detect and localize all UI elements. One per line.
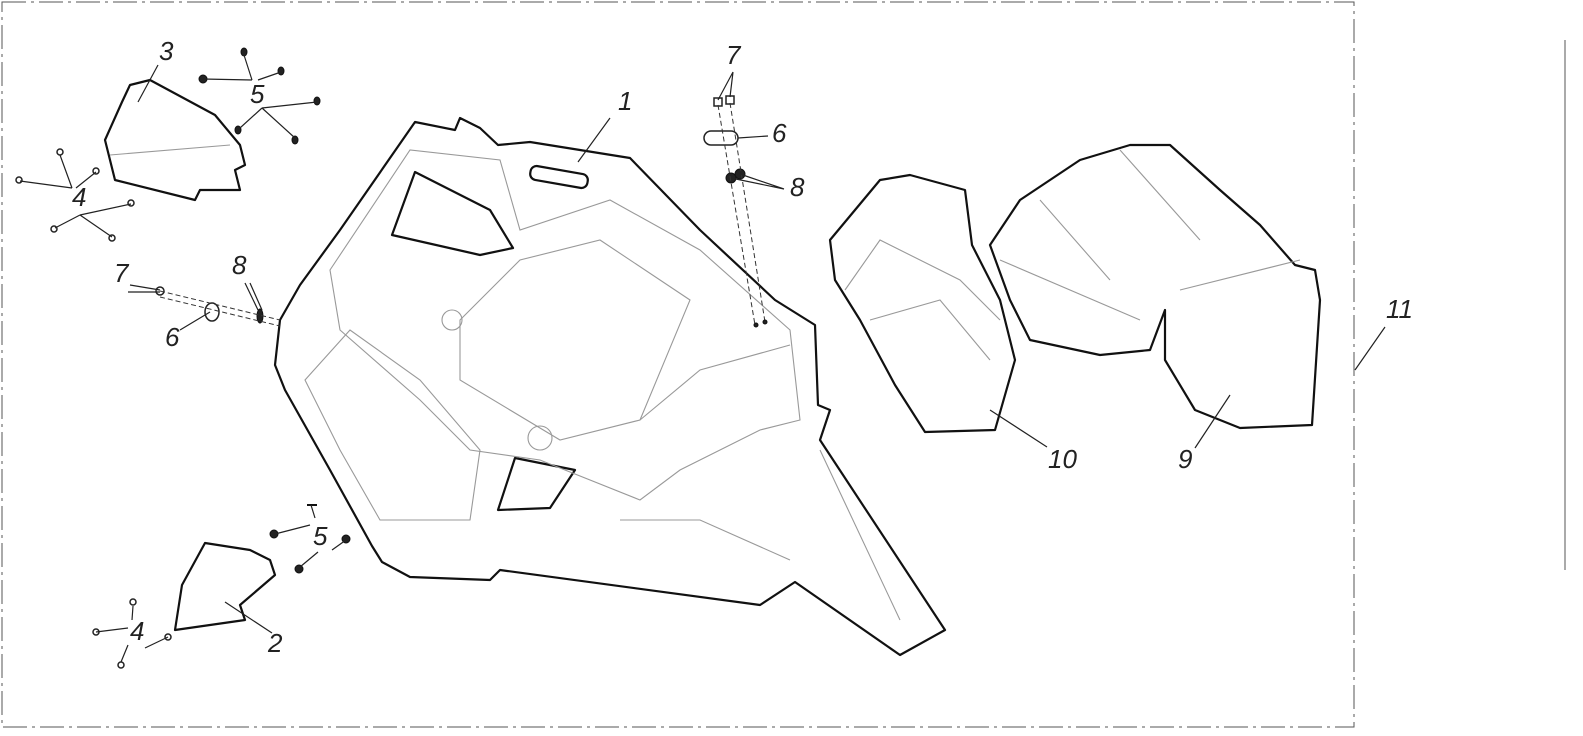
assembly-frame [1, 1, 1355, 728]
callout-5-bottom: 5 [313, 521, 328, 551]
callout-7-left: 7 [114, 258, 130, 288]
callout-6-right: 6 [772, 118, 787, 148]
leader-lines [19, 54, 1386, 663]
part-10-side-panel [828, 173, 1017, 434]
part-9-side-panel [988, 143, 1322, 430]
callout-1: 1 [618, 86, 632, 116]
part-1-main-panel [273, 116, 947, 657]
callout-11: 11 [1386, 294, 1413, 324]
callout-8-right: 8 [790, 172, 805, 202]
part-3-cover-plate [103, 78, 247, 202]
fasteners [15, 47, 768, 669]
part-2-cover-plate [173, 541, 277, 632]
callout-10: 10 [1048, 444, 1077, 474]
callout-3: 3 [159, 36, 174, 66]
callout-8-left: 8 [232, 250, 247, 280]
callout-4-bottom: 4 [130, 616, 144, 646]
callout-4-top: 4 [72, 182, 86, 212]
callout-5-top: 5 [250, 79, 265, 109]
callout-9: 9 [1178, 444, 1192, 474]
callout-6-left: 6 [165, 322, 180, 352]
callout-7-right: 7 [726, 40, 742, 70]
callout-2: 2 [267, 628, 283, 658]
